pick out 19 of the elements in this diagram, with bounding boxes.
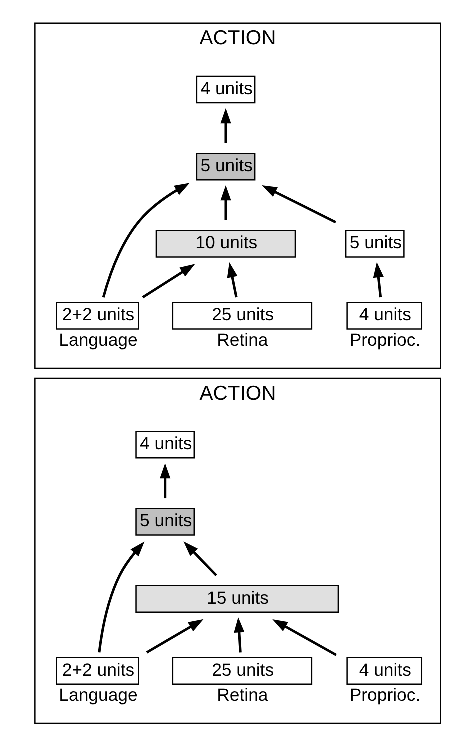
arrow xyxy=(262,186,336,224)
node-label: Proprioc. xyxy=(349,685,420,706)
arrow xyxy=(142,264,195,299)
node-label: Language xyxy=(58,330,138,350)
node-label: Retina xyxy=(216,330,268,350)
node-label: Proprioc. xyxy=(349,330,420,350)
arrow xyxy=(183,542,217,576)
node-label: Language xyxy=(58,685,138,706)
arrow xyxy=(372,262,384,298)
node-label: Retina xyxy=(216,685,268,706)
arrow xyxy=(102,183,190,298)
arrow xyxy=(220,185,231,220)
arrow xyxy=(272,619,336,656)
arrow xyxy=(226,262,238,298)
arrow xyxy=(234,618,244,653)
arrow xyxy=(160,463,170,499)
arrow xyxy=(220,108,231,144)
arrow xyxy=(146,619,204,654)
arrow xyxy=(98,542,144,653)
